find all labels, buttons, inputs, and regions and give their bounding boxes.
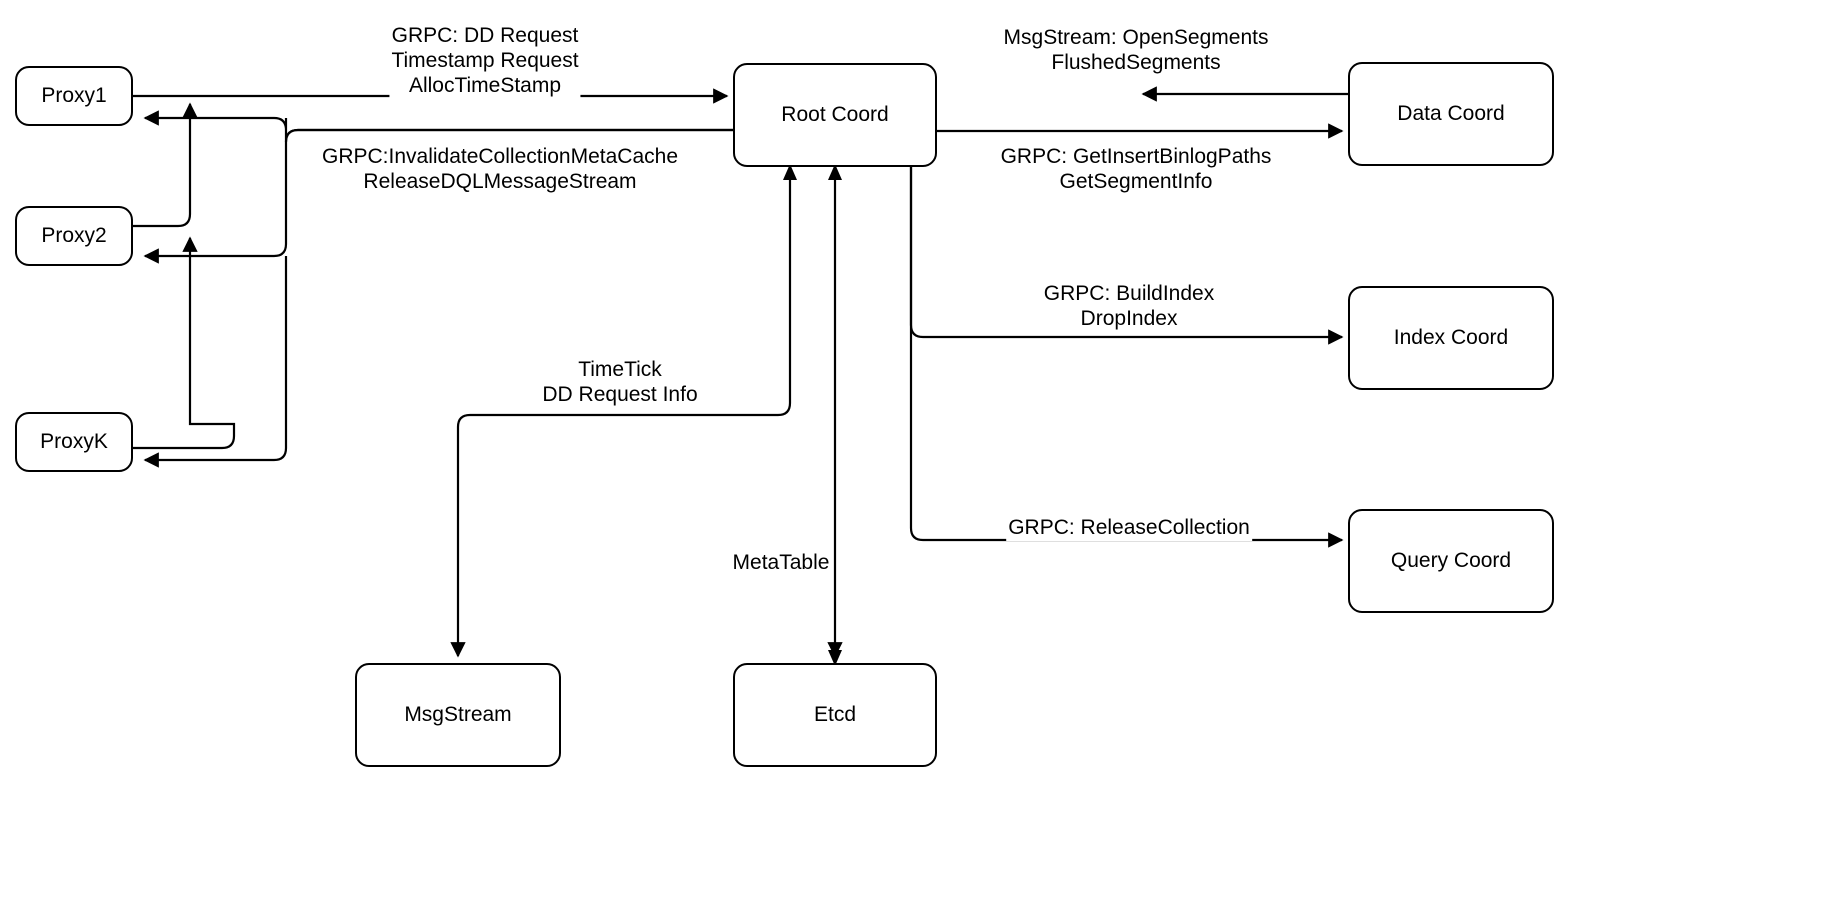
edge-arrowhead-into-etcd: [828, 650, 842, 666]
edge-arrowheads-into-rootcoord: [783, 164, 842, 180]
node-etcd-label: Etcd: [813, 703, 857, 727]
edge-rootcoord-to-proxy2: [143, 128, 733, 264]
node-index-coord[interactable]: Index Coord: [1348, 286, 1554, 390]
edge-rootcoord-to-querycoord: [909, 167, 1344, 548]
edge-label-root-to-querycoord: GRPC: ReleaseCollection: [1006, 516, 1252, 541]
node-proxy2[interactable]: Proxy2: [15, 206, 133, 266]
node-proxyk[interactable]: ProxyK: [15, 412, 133, 472]
node-proxy1-label: Proxy1: [41, 84, 107, 108]
edge-label-proxy-to-root: GRPC: DD Request Timestamp Request Alloc…: [389, 24, 581, 99]
edge-label-root-to-msgstream: TimeTick DD Request Info: [540, 358, 700, 408]
node-root-coord-label: Root Coord: [781, 103, 889, 127]
node-etcd[interactable]: Etcd: [733, 663, 937, 767]
node-proxy1[interactable]: Proxy1: [15, 66, 133, 126]
edge-label-root-to-etcd: MetaTable: [730, 551, 832, 576]
node-proxyk-label: ProxyK: [40, 430, 108, 454]
node-proxy2-label: Proxy2: [41, 224, 107, 248]
edge-label-root-to-indexcoord: GRPC: BuildIndex DropIndex: [1041, 282, 1217, 332]
edge-proxyk-to-rootcoord: [133, 236, 236, 450]
edge-proxy2-to-rootcoord: [133, 102, 198, 228]
node-msgstream-label: MsgStream: [404, 703, 512, 727]
edge-rootcoord-to-msgstream: [450, 167, 792, 658]
node-root-coord[interactable]: Root Coord: [733, 63, 937, 167]
node-index-coord-label: Index Coord: [1393, 326, 1509, 350]
edge-label-root-to-datacoord: GRPC: GetInsertBinlogPaths GetSegmentInf…: [998, 145, 1274, 195]
edge-label-root-to-proxy: GRPC:InvalidateCollectionMetaCache Relea…: [319, 145, 681, 195]
node-query-coord[interactable]: Query Coord: [1348, 509, 1554, 613]
node-msgstream[interactable]: MsgStream: [355, 663, 561, 767]
node-data-coord[interactable]: Data Coord: [1348, 62, 1554, 166]
edge-rootcoord-to-proxyk: [143, 256, 288, 468]
node-data-coord-label: Data Coord: [1397, 102, 1505, 126]
node-query-coord-label: Query Coord: [1390, 549, 1512, 573]
edge-label-datacoord-to-root: MsgStream: OpenSegments FlushedSegments: [1001, 26, 1271, 76]
